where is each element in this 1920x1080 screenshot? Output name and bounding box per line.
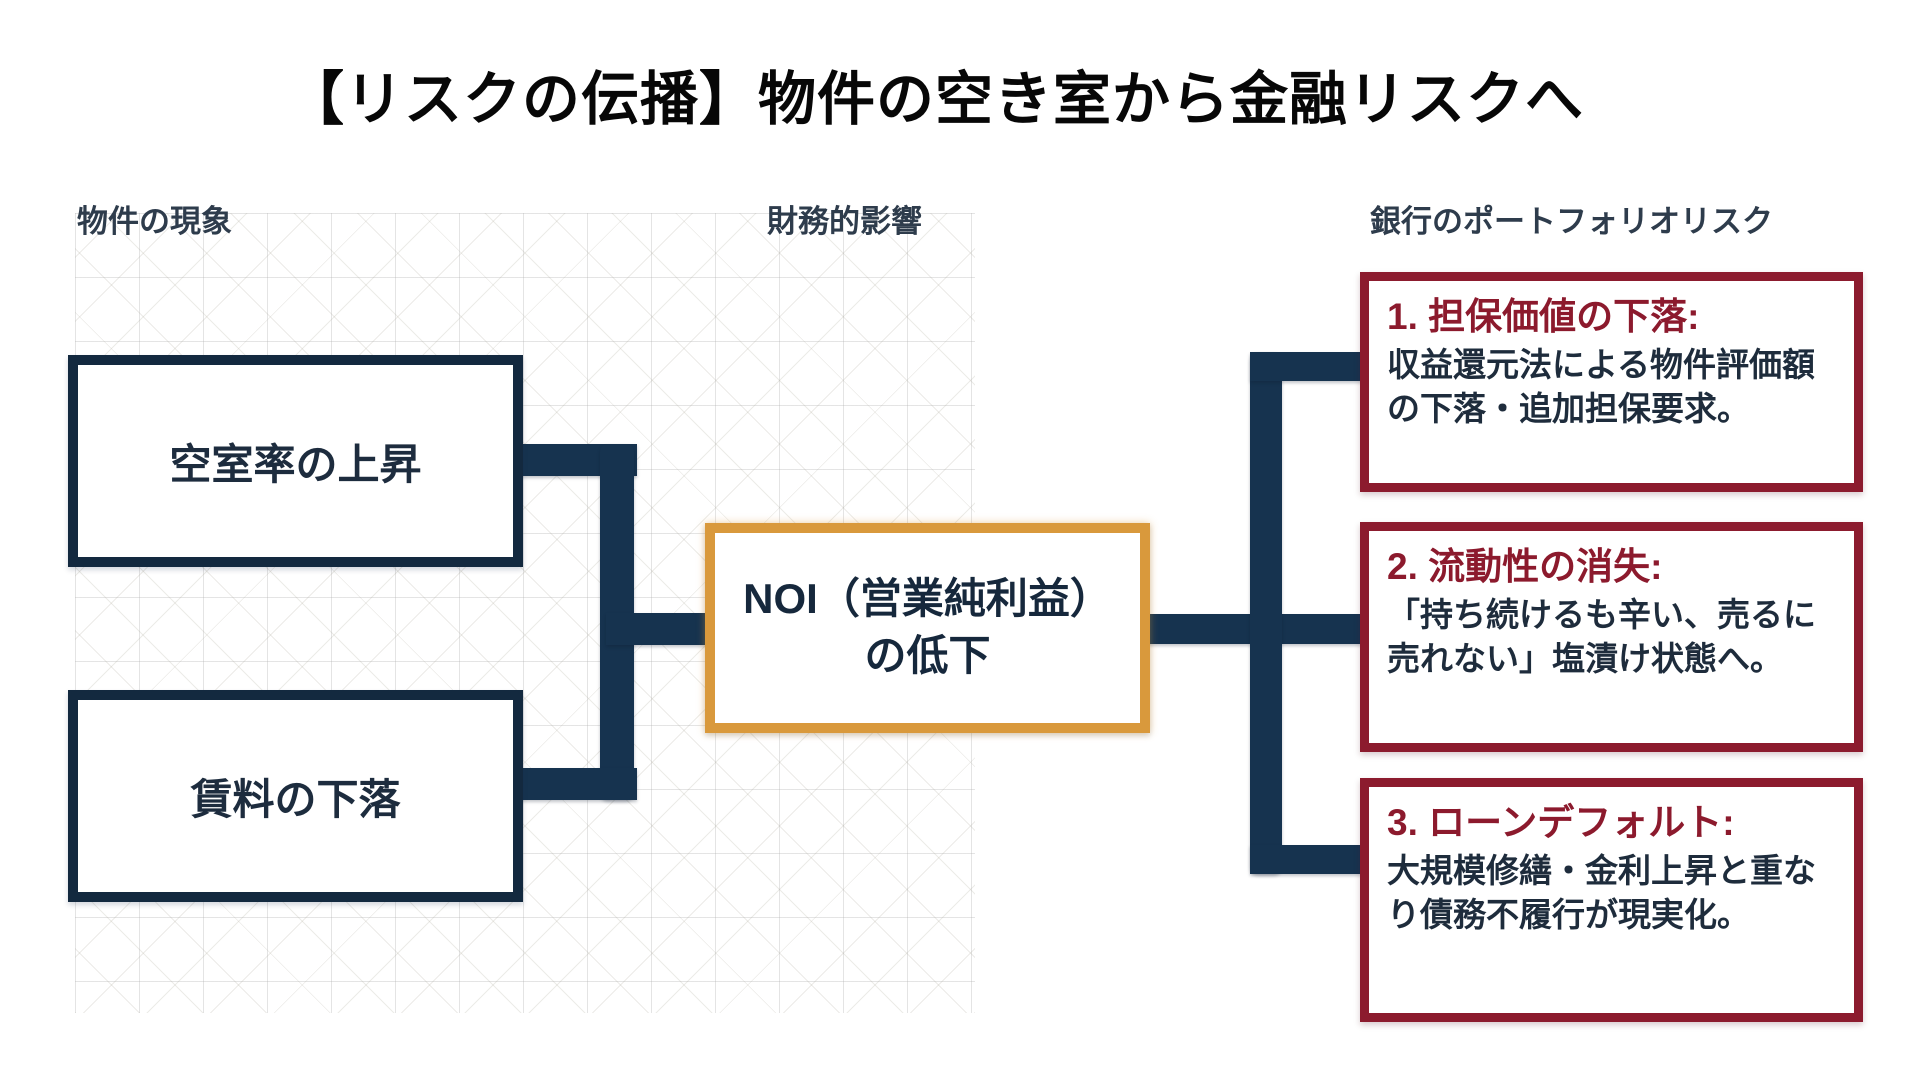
node-vacancy-rate-label: 空室率の上昇	[169, 440, 422, 488]
risk-1-body: 収益還元法による物件評価額の下落・追加担保要求。	[1387, 346, 1816, 427]
node-rent-decline: 賃料の下落	[68, 690, 523, 902]
column-label-property: 物件の現象	[77, 204, 232, 239]
node-noi-decline-label: NOI（営業純利益） の低下	[743, 571, 1112, 684]
risk-3-body: 大規模修繕・金利上昇と重なり債務不履行が現実化。	[1387, 852, 1816, 933]
risk-card-loan-default: 3. ローンデフォルト: 大規模修繕・金利上昇と重なり債務不履行が現実化。	[1360, 778, 1863, 1022]
connector-trunk-to-risk1	[1250, 352, 1367, 381]
risk-3-heading: 3. ローンデフォルト:	[1387, 802, 1735, 843]
node-vacancy-rate: 空室率の上昇	[68, 355, 523, 567]
noi-label-line1: NOI（営業純利益）	[743, 575, 1112, 623]
connector-rent-to-trunk	[515, 768, 637, 800]
noi-label-line2: の低下	[864, 632, 991, 679]
column-label-bank: 銀行のポートフォリオリスク	[1370, 204, 1773, 239]
diagram-title: 【リスクの伝播】物件の空き室から金融リスクへ	[285, 67, 1584, 132]
connector-right-trunk	[1250, 352, 1282, 874]
node-rent-decline-label: 賃料の下落	[190, 775, 401, 823]
connector-trunk-to-noi	[606, 613, 710, 645]
risk-2-body: 「持ち続けるも辛い、売るに売れない」塩漬け状態へ。	[1387, 596, 1816, 677]
risk-1-heading: 1. 担保価値の下落:	[1387, 296, 1700, 337]
risk-card-collateral: 1. 担保価値の下落: 収益還元法による物件評価額の下落・追加担保要求。	[1360, 272, 1863, 492]
connector-trunk-to-risk3	[1250, 845, 1367, 874]
risk-card-liquidity: 2. 流動性の消失: 「持ち続けるも辛い、売るに売れない」塩漬け状態へ。	[1360, 522, 1863, 752]
node-noi-decline: NOI（営業純利益） の低下	[705, 523, 1150, 733]
risk-2-heading: 2. 流動性の消失:	[1387, 546, 1663, 587]
column-label-financial: 財務的影響	[767, 204, 922, 239]
